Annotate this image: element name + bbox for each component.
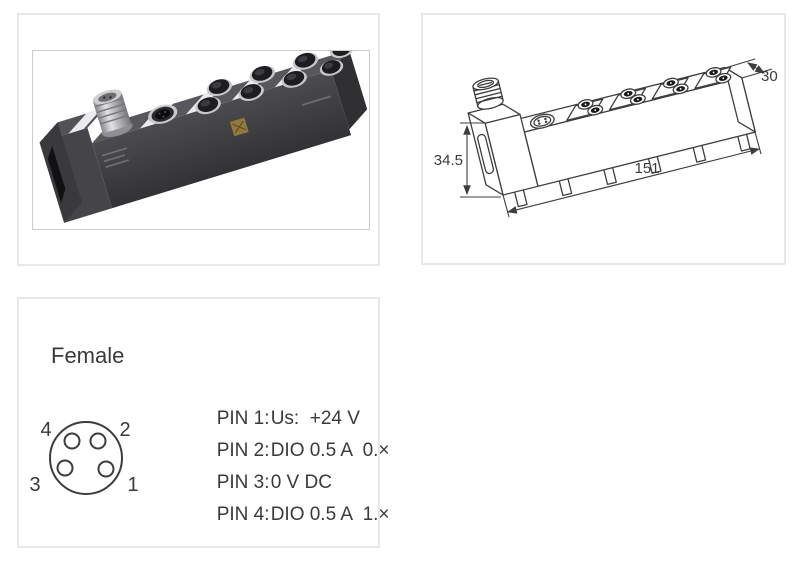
connector-pair <box>319 51 354 76</box>
pin-row-label: PIN 4: <box>216 504 270 525</box>
io-module <box>39 51 368 223</box>
dim-height: 34.5 <box>434 122 501 198</box>
print-text-hint <box>101 95 332 169</box>
pin-hole-4 <box>63 432 81 450</box>
pin-assignment-list: PIN 1:Us: +24 V PIN 2:DIO 0.5 A 0.× PIN … <box>185 371 390 525</box>
m8-socket <box>148 104 178 124</box>
connector-pads-drawing <box>566 66 732 121</box>
m12-power-connector <box>92 89 133 138</box>
dim-length-value: 151 <box>634 160 659 177</box>
dim-depth: 30 <box>724 58 778 85</box>
pin-row-label: PIN 2: <box>216 440 270 461</box>
pin-number-4: 4 <box>40 419 51 441</box>
connector-pair <box>195 78 233 115</box>
end-block-end-face <box>39 122 83 223</box>
pin-row-3: PIN 3:0 V DC <box>185 435 390 493</box>
pin-row-label: PIN 3: <box>216 472 270 493</box>
connector-face-diagram: 4 2 3 1 <box>29 419 138 496</box>
dimension-drawing-panel: 34.5 30 151 <box>421 13 786 265</box>
brand-logo-mark <box>232 120 247 134</box>
m12-connector-drawing <box>472 77 504 110</box>
connector-pair <box>281 52 319 88</box>
pin-row-value: DIO 0.5 A 1.× <box>270 504 390 525</box>
pin-row-1: PIN 1:Us: +24 V <box>185 371 390 429</box>
pin-hole-1 <box>97 460 115 478</box>
module-front-face <box>92 70 352 209</box>
product-photo-frame <box>32 50 370 230</box>
connector-pairs <box>195 51 354 115</box>
pin-row-4: PIN 4:DIO 0.5 A 1.× <box>185 467 390 525</box>
product-photo-panel <box>17 13 380 266</box>
connector-pair <box>238 65 276 101</box>
pin-row-label: PIN 1: <box>216 408 270 429</box>
pin-hole-2 <box>89 432 107 450</box>
pin-row-value: DIO 0.5 A 0.× <box>270 440 390 461</box>
pin-number-2: 2 <box>119 419 130 441</box>
m8-socket-drawing <box>529 113 555 129</box>
pin-hole-3 <box>56 459 74 477</box>
pin-number-3: 3 <box>29 474 40 496</box>
pin-row-value: 0 V DC <box>270 472 332 493</box>
mounting-hole <box>47 145 66 203</box>
dimension-drawing-image: 34.5 30 151 <box>434 58 778 218</box>
dim-length: 151 <box>502 131 762 218</box>
body-right-end <box>724 66 756 133</box>
module-outline <box>467 66 756 208</box>
pinout-panel: Female 4 2 3 1 PIN 1:Us: +24 V PIN 2:DIO… <box>17 297 390 548</box>
dim-depth-value: 30 <box>761 68 778 85</box>
product-photo-image <box>39 51 368 223</box>
pin-row-2: PIN 2:DIO 0.5 A 0.× <box>185 403 390 461</box>
connector-outline <box>49 421 123 495</box>
pin-number-1: 1 <box>127 474 138 496</box>
mounting-slot <box>477 133 495 175</box>
dim-height-value: 34.5 <box>434 152 463 169</box>
pin-row-value: Us: +24 V <box>270 408 360 429</box>
connector-gender-label: Female <box>51 343 125 368</box>
